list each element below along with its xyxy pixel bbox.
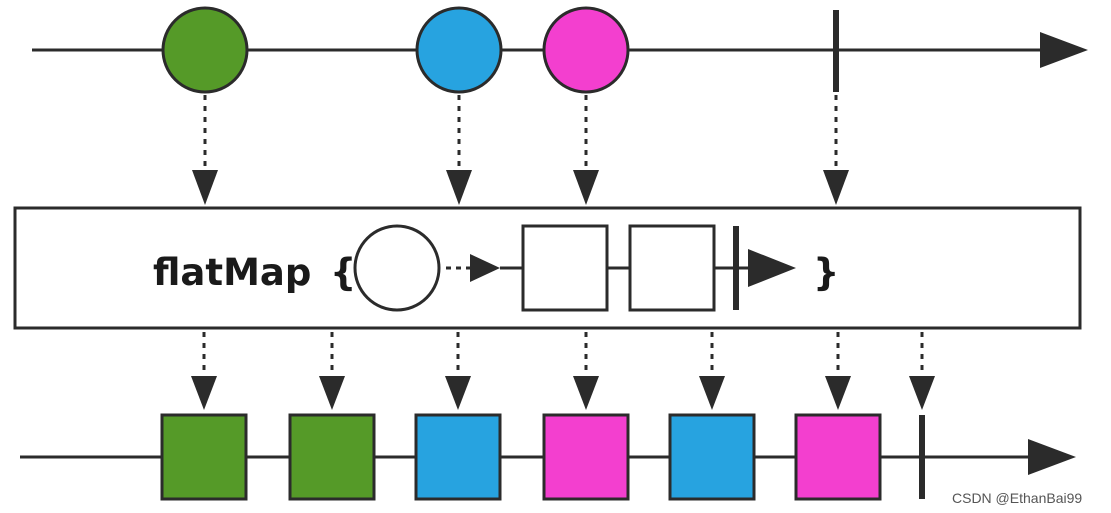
template-arrowhead: [470, 254, 500, 282]
source-to-operator-connectors: [192, 95, 849, 205]
result-marble-1: [160, 413, 248, 501]
source-connector-arrowhead-3: [573, 170, 599, 205]
result-connector-arrowhead-3: [445, 376, 471, 410]
operator-label: flatMap: [153, 251, 311, 294]
operator-inner-template: [353, 224, 796, 312]
operator-close-brace: }: [813, 251, 839, 294]
result-stream: [160, 413, 925, 501]
result-marble-5: [668, 413, 756, 501]
result-connector-arrowhead-6: [825, 376, 851, 410]
source-marble-3: [542, 6, 630, 94]
result-connector-arrowhead-5: [699, 376, 725, 410]
result-connector-arrowhead-4: [573, 376, 599, 410]
result-connector-arrowhead-7: [909, 376, 935, 410]
result-marble-4: [542, 413, 630, 501]
template-timeline-arrowhead: [748, 249, 796, 287]
source-connector-arrowhead-1: [192, 170, 218, 205]
source-marble-2: [415, 6, 503, 94]
source-timeline-arrowhead: [1040, 32, 1088, 68]
template-output-square-2: [628, 224, 716, 312]
source-stream: [161, 6, 839, 94]
source-marble-1: [161, 6, 249, 94]
source-connector-arrowhead-4: [823, 170, 849, 205]
operator-to-result-connectors: [191, 332, 935, 410]
result-marble-6: [794, 413, 882, 501]
watermark: CSDN @EthanBai99: [952, 490, 1082, 506]
result-connector-arrowhead-2: [319, 376, 345, 410]
template-output-square-1: [521, 224, 609, 312]
result-marble-3: [414, 413, 502, 501]
result-marble-2: [288, 413, 376, 501]
template-input-marble: [353, 224, 441, 312]
result-timeline-arrowhead: [1028, 439, 1076, 475]
result-connector-arrowhead-1: [191, 376, 217, 410]
operator-open-brace: {: [330, 251, 356, 294]
source-connector-arrowhead-2: [446, 170, 472, 205]
